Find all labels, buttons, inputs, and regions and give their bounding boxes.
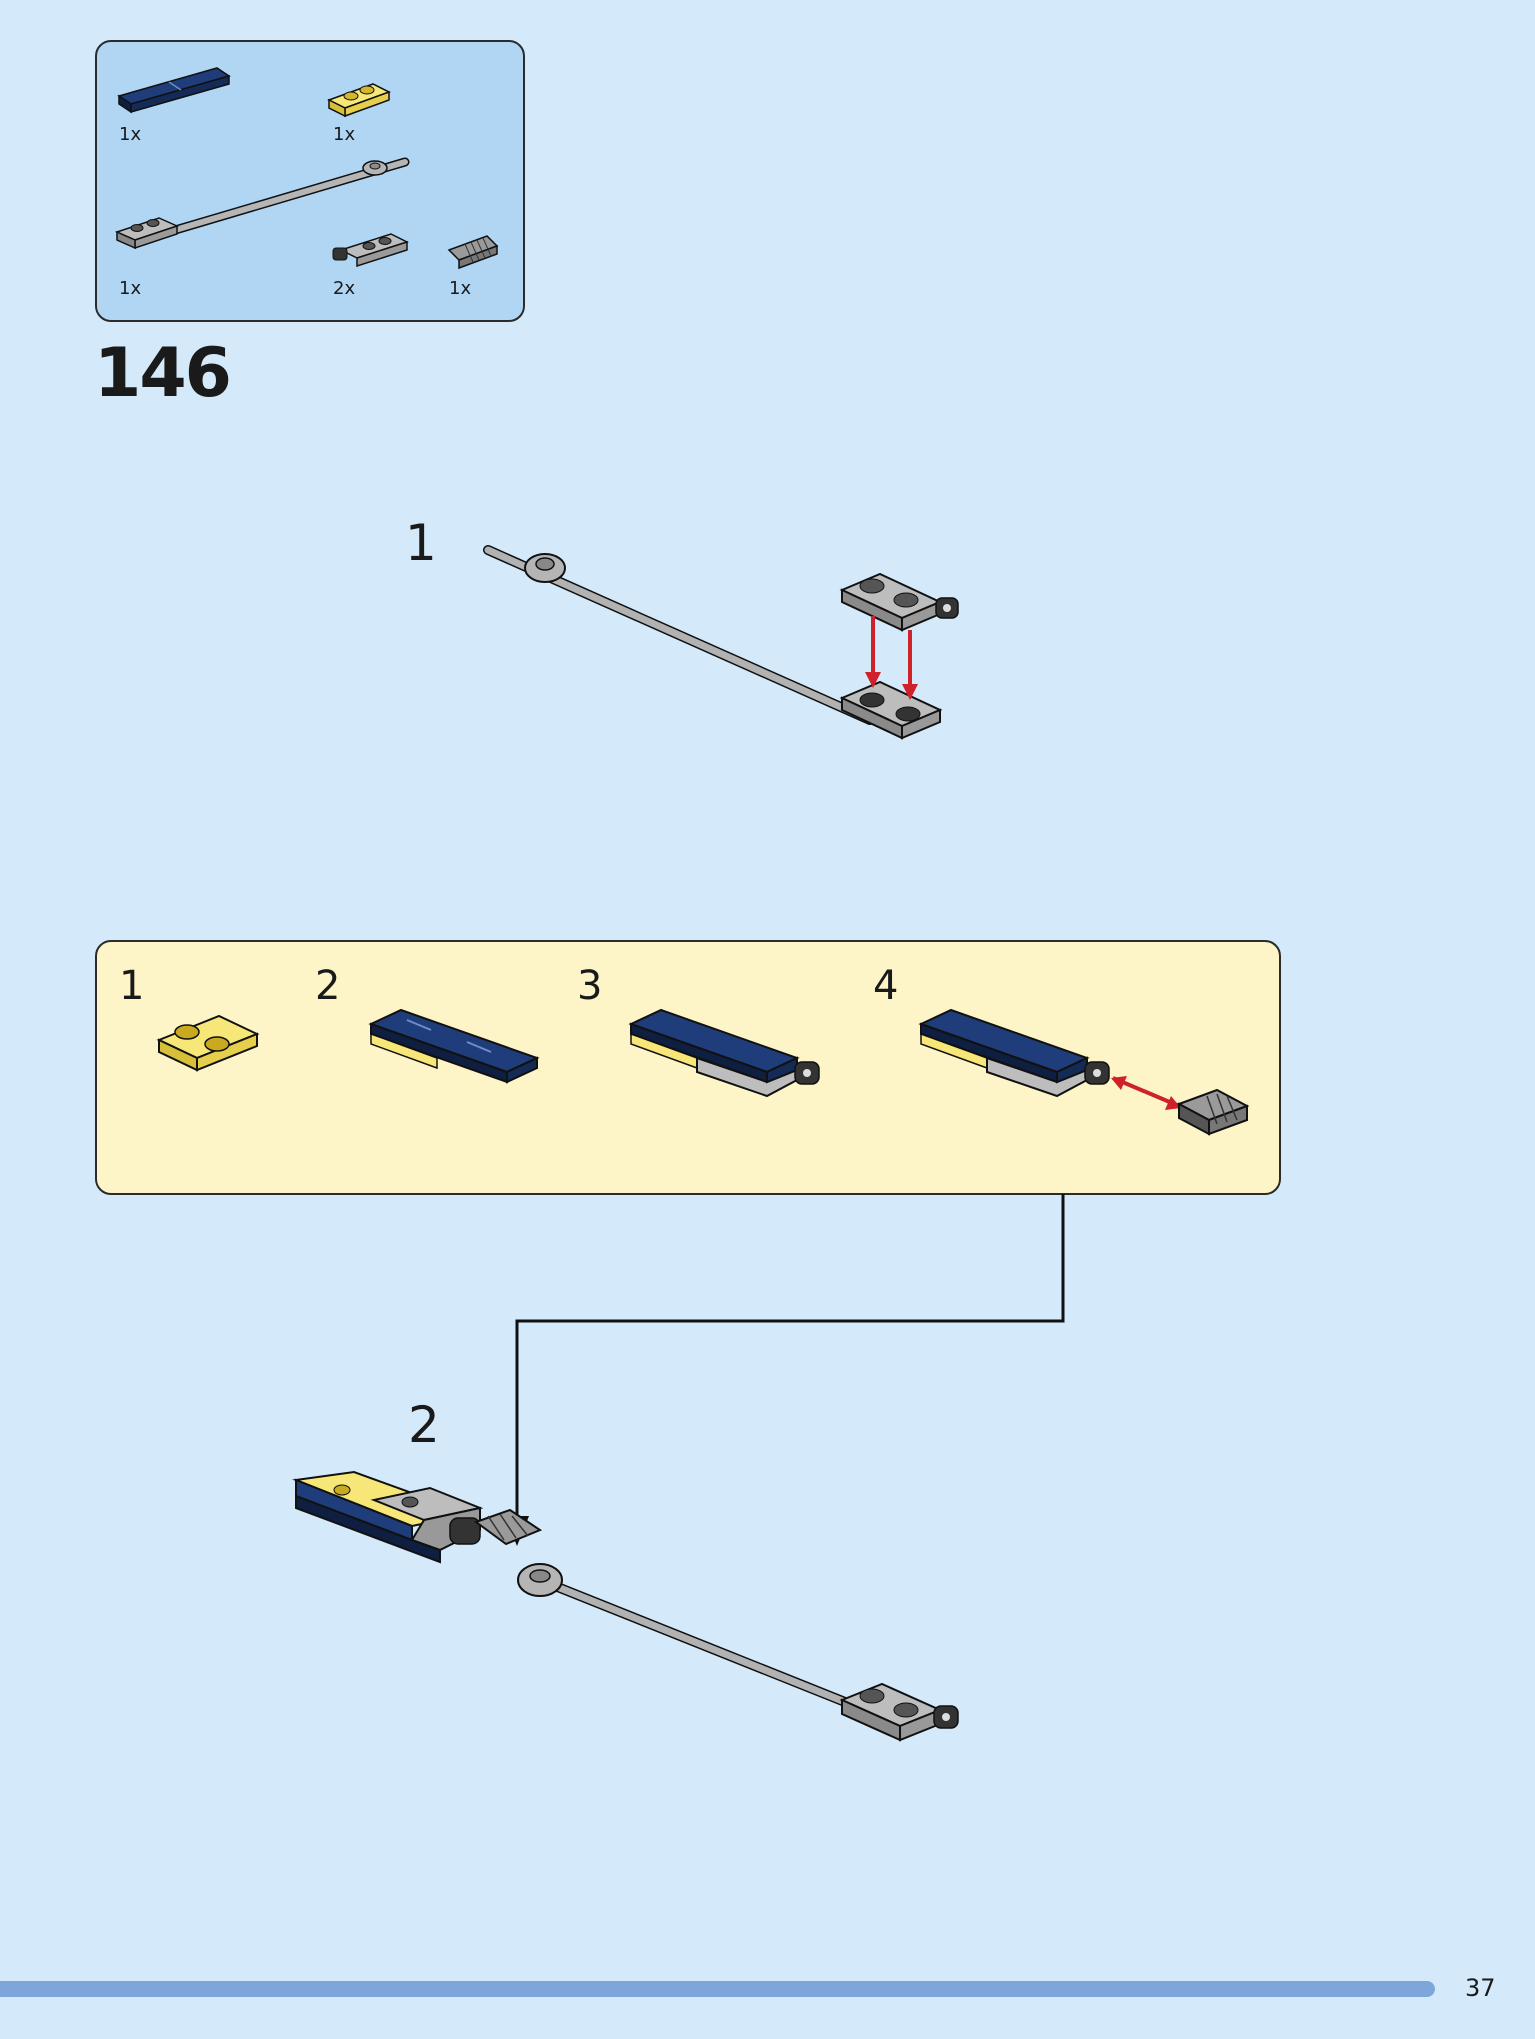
- callout-step-1-illustration: [156, 1014, 260, 1072]
- step-number: 146: [94, 334, 232, 413]
- yellow-plate-icon: [327, 83, 391, 118]
- substep-number: 2: [408, 1396, 440, 1454]
- grey-clip-plate-icon: [332, 233, 409, 268]
- part-qty: 2x: [333, 278, 356, 299]
- grey-bar-with-plate-icon: [114, 157, 410, 250]
- callout-step-number: 2: [315, 963, 341, 1009]
- parts-list-box: 1x 1x 1x 2x 1x: [95, 40, 525, 322]
- callout-step-4-illustration: [918, 1008, 1250, 1136]
- part-qty: 1x: [119, 124, 142, 145]
- page-number: 37: [1465, 1974, 1496, 2002]
- substep-2-illustration: [292, 1470, 959, 1742]
- part-qty: 1x: [333, 124, 356, 145]
- part-qty: 1x: [119, 278, 142, 299]
- blue-solar-tile-icon: [117, 67, 231, 114]
- callout-step-number: 3: [577, 963, 603, 1009]
- spring-connector-icon: [447, 235, 499, 270]
- substep-1-illustration: [483, 545, 959, 740]
- callout-step-3-illustration: [628, 1008, 820, 1098]
- callout-step-2-illustration: [368, 1008, 540, 1084]
- callout-step-number: 4: [873, 963, 899, 1009]
- callout-step-number: 1: [119, 963, 145, 1009]
- subassembly-callout: 1 2 3 4: [95, 940, 1281, 1195]
- page-progress-bar: [0, 1981, 1435, 1997]
- part-qty: 1x: [449, 278, 472, 299]
- substep-number: 1: [405, 514, 437, 572]
